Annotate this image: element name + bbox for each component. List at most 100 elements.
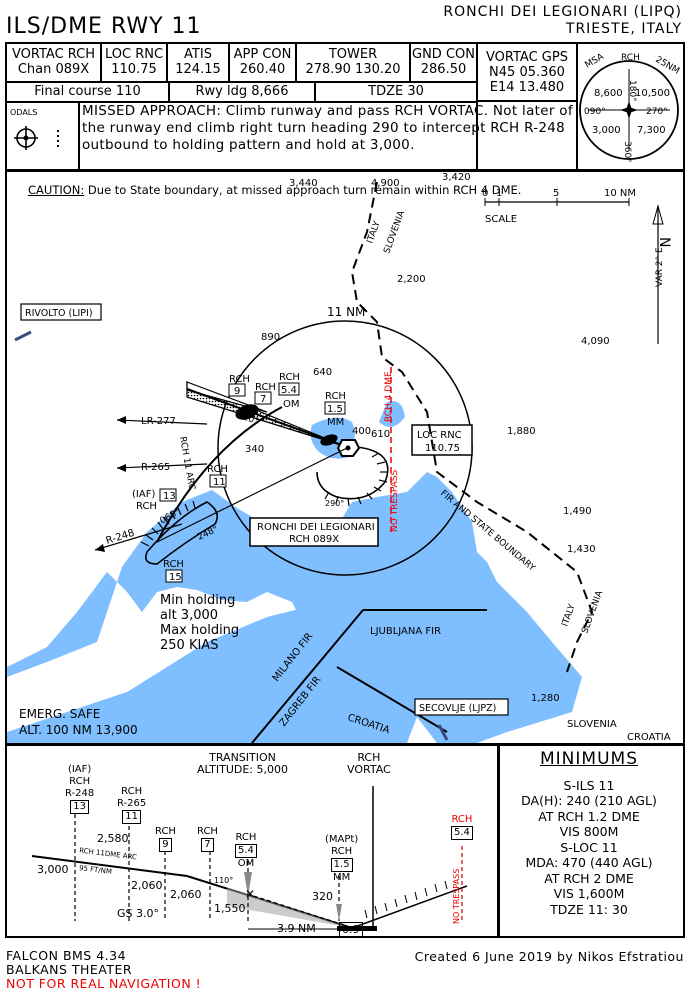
svg-text:VAR 2° E: VAR 2° E (655, 247, 665, 287)
loc-box-name: LOC RNC (417, 430, 462, 441)
svg-text:RCH: RCH (207, 464, 228, 475)
svg-text:4,090: 4,090 (581, 336, 610, 347)
svg-text:RCH: RCH (229, 374, 250, 385)
svg-text:N: N (656, 237, 672, 247)
svg-text:SLOVENIA: SLOVENIA (382, 209, 407, 255)
rch-vortac-symbol (336, 439, 361, 457)
initial-segment (31, 855, 188, 877)
alt-3000: 3,000 (37, 863, 69, 876)
radials (94, 419, 348, 551)
svg-text:270°: 270° (646, 107, 668, 117)
svg-text:1,280: 1,280 (531, 693, 560, 704)
range-ring-label: 11 NM (327, 305, 365, 319)
svg-text:RCH 11 ARC: RCH 11 ARC (177, 436, 196, 491)
svg-text:Min holding: Min holding (160, 593, 235, 608)
minimums: MINIMUMS S-ILS 11 DA(H): 240 (210 AGL) A… (502, 749, 676, 917)
svg-text:340: 340 (245, 444, 264, 455)
procedure-title: ILS/DME RWY 11 (6, 14, 202, 39)
rivolto-runway (14, 330, 32, 342)
plan-view: 11 NM LR-277 R-265 R-248 110° 068° 248° … (5, 170, 685, 745)
svg-text:ITALY: ITALY (560, 603, 577, 628)
svg-text:RCH: RCH (279, 372, 300, 383)
alt-1550: 1,550 (214, 902, 246, 915)
distance-mapt-rwy: 0.9 (339, 922, 363, 937)
radial-r248: R-248 (105, 528, 136, 547)
svg-text:RCH: RCH (255, 382, 276, 393)
svg-text:7,300: 7,300 (637, 125, 666, 136)
svg-text:1: 1 (496, 188, 502, 199)
final-course: Final course 110 (34, 84, 141, 99)
north-arrow: N VAR 2° E (652, 204, 672, 344)
middle-marker (320, 434, 338, 446)
svg-text:5: 5 (553, 188, 559, 199)
svg-text:10 NM: 10 NM (604, 188, 636, 199)
svg-text:RCH: RCH (325, 391, 346, 402)
scale-bar: 0 1 5 10 NM SCALE (482, 188, 636, 225)
emerg-label: EMERG. SAFE (19, 707, 100, 721)
svg-text:090°: 090° (584, 107, 606, 117)
rch-4dme-label: RCH 4 DME (384, 371, 394, 422)
no-trespass-label: NO TRESPASS (390, 469, 400, 532)
svg-text:ITALY: ITALY (365, 220, 382, 245)
radial-lr277: LR-277 (141, 416, 176, 427)
holding-pattern (144, 501, 218, 565)
distance-om-mapt: 3.9 NM (277, 922, 316, 935)
sim-version: FALCON BMS 4.34 (6, 948, 127, 963)
holding-hatch (140, 500, 196, 547)
svg-text:180°: 180° (627, 80, 637, 102)
minimums-box (498, 744, 685, 938)
credit: Created 6 June 2019 by Nikos Efstratiou (414, 949, 684, 964)
svg-text:1.5: 1.5 (327, 404, 343, 415)
svg-text:13: 13 (163, 491, 176, 502)
svg-text:3,440: 3,440 (289, 178, 318, 189)
warning: NOT FOR REAL NAVIGATION ! (6, 976, 202, 991)
alt-2580: 2,580 (97, 832, 129, 845)
glideslope-angle: GS 3.0° (117, 907, 159, 920)
svg-text:250 KIAS: 250 KIAS (160, 638, 218, 653)
secovlje-runway (437, 724, 449, 741)
svg-text:4,900: 4,900 (371, 178, 400, 189)
svg-text:SCALE: SCALE (485, 214, 517, 225)
svg-text:RCH: RCH (163, 559, 184, 570)
svg-text:290°: 290° (325, 499, 344, 508)
svg-text:alt 3,000: alt 3,000 (160, 608, 218, 623)
svg-text:360°: 360° (622, 141, 632, 163)
theater: BALKANS THEATER (6, 962, 133, 977)
alt-2060-a: 2,060 (131, 879, 163, 892)
svg-text:5.4: 5.4 (281, 385, 297, 396)
svg-text:610: 610 (371, 429, 390, 440)
profile-diagram: ✕ NO TRESPASS (31, 786, 468, 931)
radial-r265: R-265 (141, 462, 170, 473)
svg-text:3,000: 3,000 (592, 125, 621, 136)
svg-text:7: 7 (260, 394, 266, 405)
missed-climb (351, 885, 468, 929)
svg-text:11: 11 (213, 477, 226, 488)
outer-marker (235, 404, 259, 420)
lighting-label: ODALS (10, 108, 38, 117)
svg-text:8,600: 8,600 (594, 88, 623, 99)
emerg-value: ALT. 100 NM 13,900 (19, 723, 138, 737)
svg-text:3,420: 3,420 (442, 172, 471, 183)
msa-diagram: MSA RCH 25NM 180° 270° 360° 090° 8,600 1… (579, 52, 681, 163)
minimums-title: MINIMUMS (540, 749, 638, 769)
svg-text:1,490: 1,490 (563, 506, 592, 517)
secovlje-label: SECOVLJE (LJPZ) (419, 703, 496, 714)
runway-landing-distance: Rwy ldg 8,666 (195, 84, 289, 99)
missed-hatch (324, 452, 388, 507)
svg-text:✕: ✕ (245, 887, 255, 901)
